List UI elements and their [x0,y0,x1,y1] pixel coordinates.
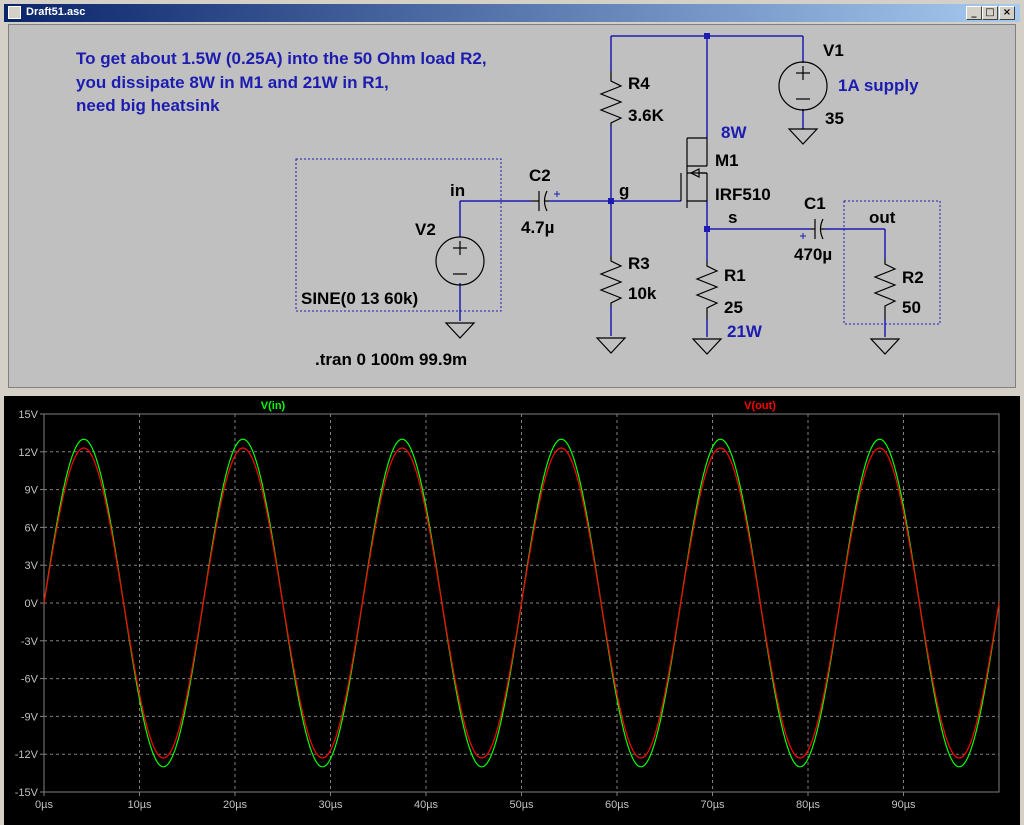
note-line-1: To get about 1.5W (0.25A) into the 50 Oh… [76,49,487,68]
note-line-3: need big heatsink [76,96,220,115]
y-tick-label: 9V [25,485,39,497]
output-dashed-box [843,200,941,325]
y-tick-label: -15V [15,787,39,799]
v2-value: SINE(0 13 60k) [301,289,418,308]
v2-ref: V2 [415,220,436,239]
m1-value: IRF510 [715,185,771,204]
y-tick-label: -12V [15,749,39,761]
y-tick-label: 15V [18,409,38,421]
schematic-icon [8,6,21,19]
r4-value: 3.6K [628,106,665,125]
resistor-r2-symbol[interactable] [873,259,897,319]
x-tick-label: 80µs [796,799,821,811]
legend-label[interactable]: V(out) [744,400,776,412]
x-tick-label: 90µs [891,799,916,811]
v1-ref: V1 [823,41,844,60]
close-button[interactable]: × [999,6,1015,20]
ground-icon [444,322,476,339]
mosfet-m1-symbol[interactable] [680,137,708,208]
title-bar[interactable]: Draft51.asc [4,4,1020,22]
input-dashed-box [295,158,502,312]
r2-ref: R2 [902,268,924,287]
capacitor-c2-symbol[interactable] [531,190,549,212]
y-tick-label: 3V [25,560,39,572]
voltage-source-v1-symbol[interactable] [778,61,828,111]
x-tick-label: 50µs [509,799,534,811]
x-tick-label: 70µs [700,799,725,811]
minimize-button[interactable]: _ [966,6,982,20]
resistor-r3-symbol[interactable] [599,256,623,306]
r4-ref: R4 [628,74,650,93]
net-label-s: s [728,208,737,227]
y-tick-label: -9V [21,711,39,723]
ground-icon [787,128,819,145]
c1-ref: C1 [804,194,826,213]
ground-icon [869,338,901,355]
junction-dot [608,198,614,204]
x-tick-label: 0µs [35,799,53,811]
net-label-in: in [450,181,465,200]
junction-dot [704,226,710,232]
y-tick-label: 6V [25,522,39,534]
schematic-canvas[interactable]: To get about 1.5W (0.25A) into the 50 Oh… [8,24,1016,388]
c2-ref: C2 [529,166,551,185]
wires [459,35,886,337]
schematic-window: Draft51.asc _ □ × To get about 1.5W (0.2… [0,0,1024,392]
legend-label[interactable]: V(in) [261,400,286,412]
x-tick-label: 60µs [605,799,630,811]
r1-ref: R1 [724,266,746,285]
m1-power-note: 8W [721,123,747,142]
junction-dot [704,33,710,39]
ground-icon [691,338,723,355]
ground-icon [595,337,627,354]
x-tick-label: 40µs [414,799,439,811]
c1-value: 470µ [794,245,832,264]
m1-ref: M1 [715,151,739,170]
resistor-r4-symbol[interactable] [599,71,623,126]
voltage-source-v2-symbol[interactable] [435,236,485,286]
y-tick-label: 12V [18,447,38,459]
v1-value: 35 [825,109,844,128]
net-label-out: out [869,208,896,227]
schematic-drawing[interactable]: To get about 1.5W (0.25A) into the 50 Oh… [8,24,1016,388]
y-tick-label: 0V [25,598,39,610]
maximize-button[interactable]: □ [982,6,998,20]
trace-v-out[interactable] [43,447,1000,759]
window-title: Draft51.asc [26,6,86,18]
c2-value: 4.7µ [521,218,554,237]
r1-power-note: 21W [727,322,763,341]
x-tick-label: 30µs [318,799,343,811]
y-tick-label: -3V [21,636,39,648]
r2-value: 50 [902,298,921,317]
capacitor-c1-symbol[interactable] [811,218,825,240]
net-label-g: g [619,181,629,200]
v1-supply-note: 1A supply [838,76,919,95]
x-tick-label: 20µs [223,799,248,811]
r3-value: 10k [628,284,657,303]
r1-value: 25 [724,298,743,317]
r3-ref: R3 [628,254,650,273]
x-tick-label: 10µs [127,799,152,811]
y-tick-label: -6V [21,674,39,686]
note-line-2: you dissipate 8W in M1 and 21W in R1, [76,73,389,92]
resistor-r1-symbol[interactable] [695,261,719,319]
spice-directive[interactable]: .tran 0 100m 99.9m [315,350,467,369]
